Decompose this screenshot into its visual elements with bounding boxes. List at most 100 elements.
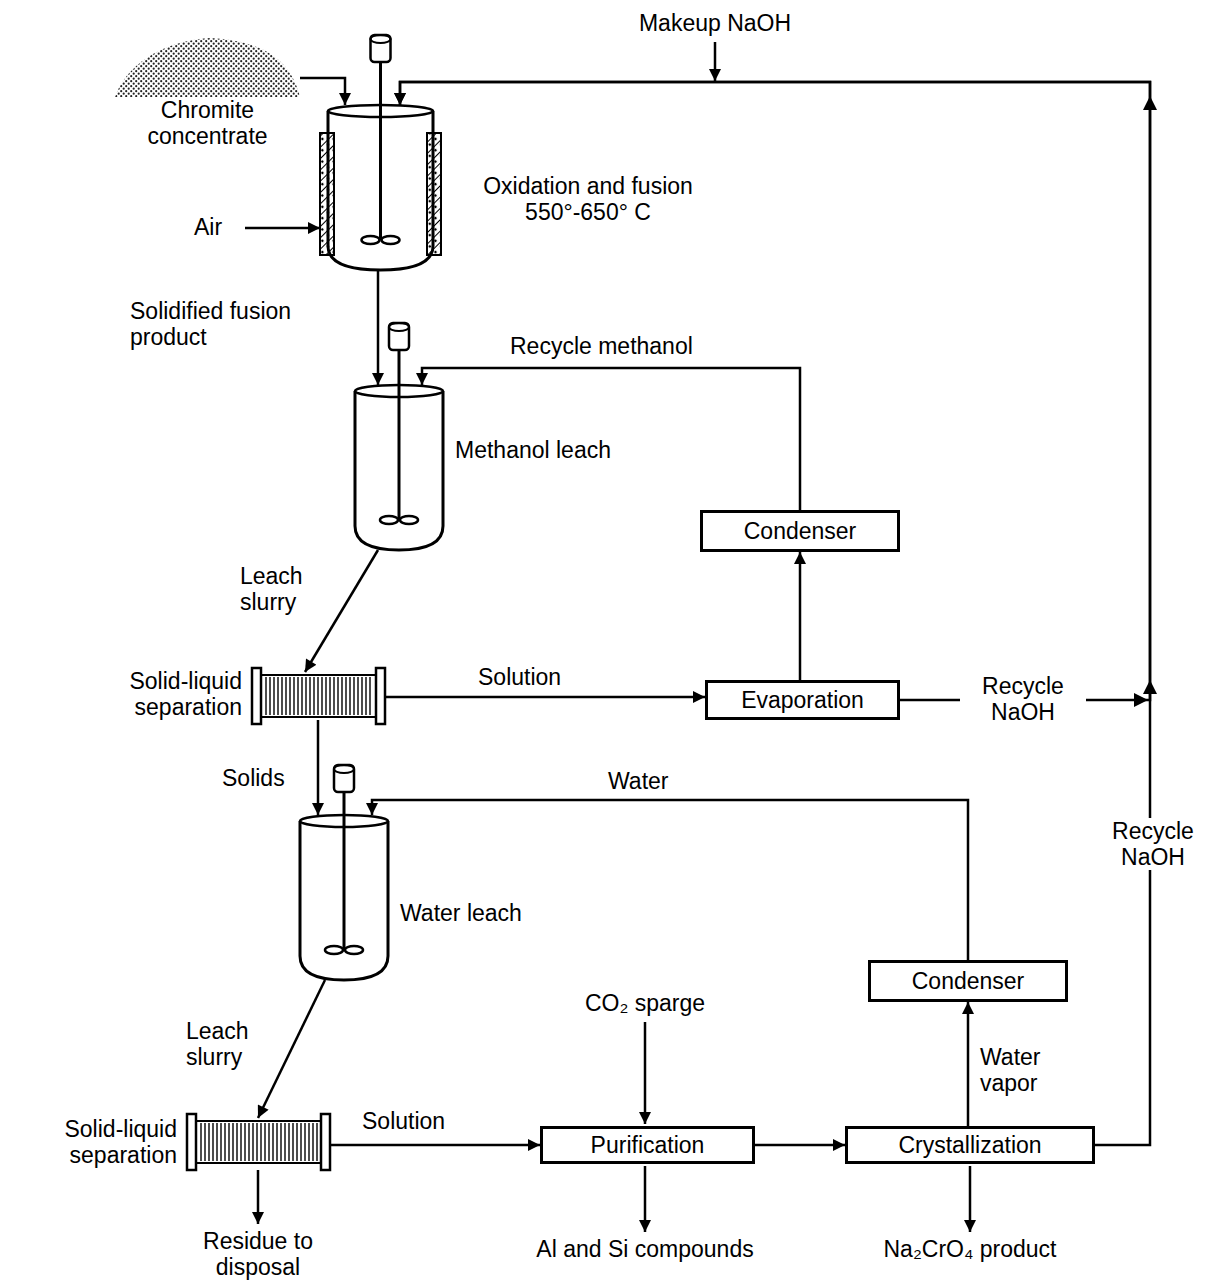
stream-label: Leach slurry	[186, 1018, 276, 1070]
filter-plate	[252, 1123, 253, 1161]
filter-plate	[220, 1123, 221, 1161]
stream-label: Water vapor	[980, 1044, 1070, 1096]
filter-plate	[300, 1123, 301, 1161]
unit-label: Methanol leach	[455, 437, 611, 463]
filter-plate	[208, 1123, 209, 1161]
filter-plate	[337, 677, 338, 715]
filter-plate	[292, 1123, 293, 1161]
impeller-blade	[400, 516, 418, 524]
flow-line	[799, 552, 802, 680]
filter-plate	[260, 1123, 261, 1161]
filter-plate	[277, 677, 278, 715]
stream-label: Al and Si compounds	[495, 1236, 795, 1262]
filter-plate	[297, 677, 298, 715]
stream-label: Residue to disposal	[183, 1228, 333, 1280]
stream-label: Makeup NaOH	[615, 10, 815, 36]
flow-line	[330, 1144, 540, 1147]
filter-plate	[329, 677, 330, 715]
stream-label: Solids	[222, 765, 285, 791]
filter-plate	[216, 1123, 217, 1161]
impeller-blade	[325, 946, 343, 954]
filter-plate	[269, 677, 270, 715]
filter-plate	[232, 1123, 233, 1161]
leach-tank-outline	[355, 385, 443, 550]
heating-jacket	[320, 133, 334, 255]
agitator-motor	[334, 765, 354, 792]
filter-plate	[308, 1123, 309, 1161]
unit-label: Solid-liquid separation	[77, 668, 242, 720]
filter-plate	[312, 1123, 313, 1161]
filter-plate	[309, 677, 310, 715]
filter-plate	[357, 677, 358, 715]
box-label: Crystallization	[898, 1132, 1041, 1158]
stream-label: Solution	[478, 664, 561, 690]
stream-label: Recycle methanol	[510, 333, 693, 359]
flow-line	[258, 980, 325, 1118]
filter-plate	[353, 677, 354, 715]
leach-tank: Water leach	[300, 815, 388, 980]
unit-label: Solid-liquid separation	[12, 1116, 177, 1168]
ore-pile-illustration	[115, 38, 300, 97]
filter-plate	[321, 677, 322, 715]
flow-line	[372, 800, 968, 960]
fusion-reactor-outline	[328, 105, 433, 270]
end-plate	[187, 1114, 196, 1170]
junction-arrowhead	[1143, 680, 1157, 694]
stream-label: Recycle NaOH	[1090, 818, 1212, 870]
stream-label: Air	[194, 214, 222, 240]
box-label: Condenser	[744, 518, 857, 544]
agitator-motor	[389, 323, 409, 331]
air-arrow	[245, 227, 320, 230]
impeller-blade	[382, 236, 400, 244]
agitator-shaft	[379, 62, 382, 240]
flow-line	[400, 82, 1150, 1145]
filter-plate	[361, 677, 362, 715]
filter-plate	[365, 677, 366, 715]
filter-plate	[296, 1123, 297, 1161]
filter-press: Solid-liquid separation	[187, 1118, 330, 1166]
filter-plate	[316, 1123, 317, 1161]
filter-press-outline	[187, 1118, 330, 1166]
product-label: Na₂CrO₄ product	[870, 1236, 1070, 1262]
leach-tank-outline	[300, 815, 388, 980]
sparge-arrow	[644, 1022, 647, 1124]
filter-plate	[349, 677, 350, 715]
product-arrow	[969, 1166, 972, 1232]
filter-plate	[204, 1123, 205, 1161]
flow-line	[755, 1144, 845, 1147]
byproduct-arrow	[644, 1166, 647, 1232]
filter-plate	[345, 677, 346, 715]
process-box: Evaporation	[705, 680, 900, 720]
filter-body	[196, 1121, 321, 1163]
filter-plate	[276, 1123, 277, 1161]
flow-line	[422, 368, 800, 510]
agitator-motor	[389, 323, 409, 350]
filter-plate	[305, 677, 306, 715]
flow-line	[300, 78, 345, 105]
filter-body	[261, 675, 376, 717]
agitator-shaft	[398, 350, 401, 520]
flow-line	[317, 720, 320, 815]
filter-plate	[293, 677, 294, 715]
filter-plate	[224, 1123, 225, 1161]
filter-plate	[265, 677, 266, 715]
process-box: Condenser	[700, 510, 900, 552]
filter-plate	[256, 1123, 257, 1161]
unit-label: Oxidation and fusion 550°-650° C	[453, 173, 723, 225]
impeller-blade	[362, 236, 380, 244]
stream-label: Water	[608, 768, 669, 794]
filter-plate	[333, 677, 334, 715]
ore-pile: Chromite concentrate	[115, 35, 300, 155]
flow-line	[400, 82, 1150, 700]
feed-arrow	[714, 42, 717, 81]
stream-label: Recycle NaOH	[960, 673, 1086, 725]
filter-plate	[285, 677, 286, 715]
process-box: Crystallization	[845, 1126, 1095, 1164]
filter-plate	[240, 1123, 241, 1161]
filter-plate	[281, 677, 282, 715]
filter-plate	[244, 1123, 245, 1161]
filter-plate	[369, 677, 370, 715]
process-box: Condenser	[868, 960, 1068, 1002]
fusion-reactor: Oxidation and fusion 550°-650° C	[328, 105, 433, 270]
